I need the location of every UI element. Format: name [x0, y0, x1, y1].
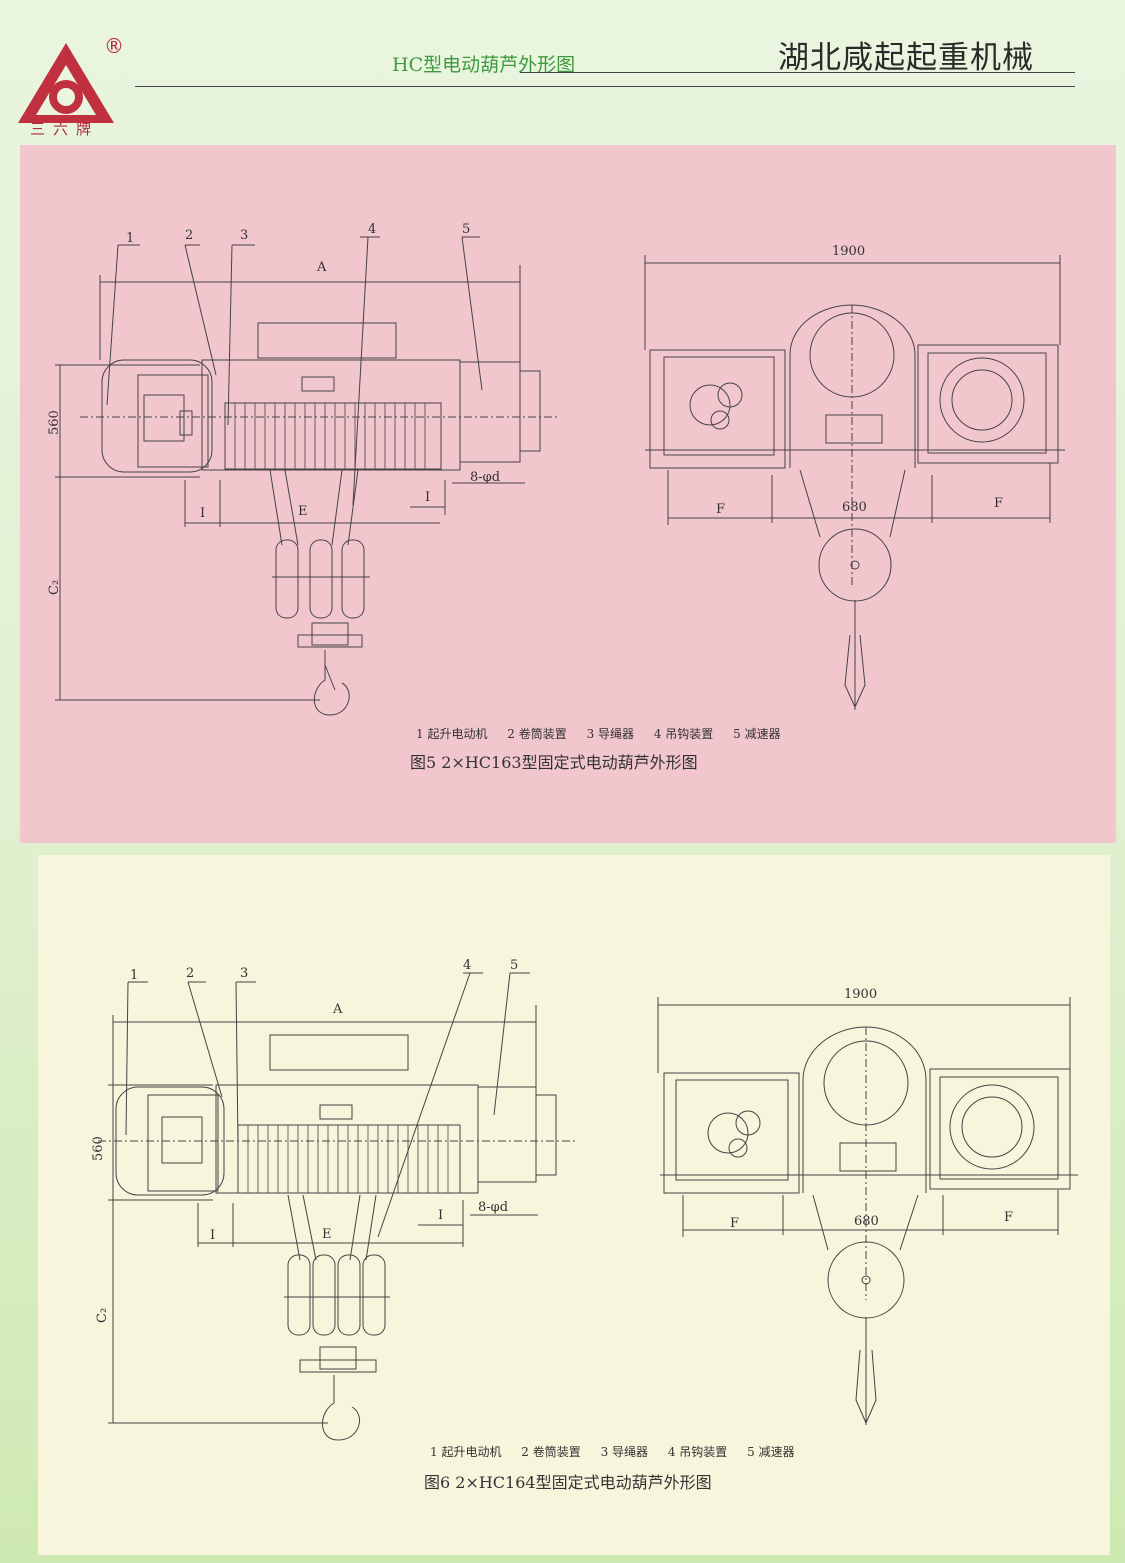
dim-height: 560 — [91, 1136, 106, 1161]
callout-1: 1 — [130, 968, 138, 983]
dim-gap-right: I — [438, 1208, 443, 1223]
dim-side-right: F — [1004, 1210, 1013, 1225]
legend-item: 4 吊钩装置 — [667, 1445, 728, 1459]
figure-6-caption: 图6 2×HC164型固定式电动葫芦外形图 — [424, 1473, 712, 1492]
registered-mark: ® — [104, 34, 124, 58]
dim-span: E — [298, 504, 308, 519]
callout-3: 3 — [240, 228, 248, 243]
side-view — [657, 997, 1078, 1425]
front-view — [55, 236, 560, 716]
dim-hook: C₂ — [95, 1308, 110, 1323]
dimension-labels: A 560 C₂ I I E 8-φd 1900 F F 680 1 2 3 4… — [47, 222, 1003, 595]
dim-side-left: F — [730, 1216, 739, 1231]
legend-item: 2 卷筒装置 — [521, 1445, 581, 1459]
dim-side-left: F — [716, 502, 725, 517]
callout-5: 5 — [510, 958, 518, 973]
dim-hook: C₂ — [47, 580, 62, 595]
dim-center: 680 — [842, 500, 867, 515]
callout-3: 3 — [240, 966, 248, 981]
dim-side-right: F — [994, 496, 1003, 511]
drum-grooves — [234, 403, 426, 469]
dim-gap-left: I — [210, 1228, 215, 1243]
header-rule — [135, 86, 1075, 87]
dim-span: E — [322, 1227, 332, 1242]
figure-5-caption: 图5 2×HC163型固定式电动葫芦外形图 — [410, 753, 698, 772]
drum-grooves — [247, 1125, 449, 1193]
figure-panel-6: A 560 C₂ I I E 8-φd 1900 F F 680 1 2 3 4… — [38, 855, 1110, 1555]
dimension-labels: A 560 C₂ I I E 8-φd 1900 F F 680 1 2 3 4… — [91, 958, 1013, 1323]
brand-logo — [18, 43, 114, 123]
dim-width: 1900 — [832, 244, 865, 259]
dim-gap-right: I — [425, 490, 430, 505]
figure-5-legend: 1 起升电动机 2 卷筒装置 3 导绳器 4 吊钩装置 5 减速器 — [416, 725, 797, 742]
company-name: 湖北咸起起重机械 — [778, 40, 1034, 76]
side-view — [644, 255, 1065, 710]
callout-2: 2 — [185, 228, 193, 243]
dim-overall: A — [332, 1002, 343, 1017]
legend-item: 1 起升电动机 — [416, 727, 488, 741]
dim-overall: A — [316, 260, 327, 275]
dim-width: 1900 — [844, 987, 877, 1002]
brand-name: 三六牌 — [30, 120, 100, 138]
dim-center: 680 — [854, 1214, 879, 1229]
dim-holes: 8-φd — [470, 470, 500, 485]
figure-panel-5: A 560 C₂ I I E 8-φd 1900 F F 680 1 2 3 4… — [20, 145, 1116, 843]
header-rule-upper — [520, 72, 1075, 73]
figure-5-drawing: A 560 C₂ I I E 8-φd 1900 F F 680 1 2 3 4… — [47, 222, 1065, 716]
figure-6-legend: 1 起升电动机 2 卷筒装置 3 导绳器 4 吊钩装置 5 减速器 — [430, 1443, 811, 1460]
callout-1: 1 — [126, 231, 134, 246]
legend-item: 3 导绳器 — [600, 1445, 649, 1459]
page-subtitle: HC型电动葫芦外形图 — [392, 54, 576, 76]
front-view — [98, 972, 578, 1441]
legend-item: 5 减速器 — [747, 1445, 795, 1459]
legend-item: 4 吊钩装置 — [653, 727, 714, 741]
legend-item: 3 导绳器 — [586, 727, 635, 741]
callout-4: 4 — [368, 222, 376, 237]
legend-item: 5 减速器 — [733, 727, 781, 741]
dim-holes: 8-φd — [478, 1200, 508, 1215]
legend-item: 1 起升电动机 — [430, 1445, 502, 1459]
dim-gap-left: I — [200, 506, 205, 521]
legend-item: 2 卷筒装置 — [507, 727, 567, 741]
figure-6-drawing: A 560 C₂ I I E 8-φd 1900 F F 680 1 2 3 4… — [91, 958, 1078, 1441]
dim-height: 560 — [47, 410, 62, 435]
callout-4: 4 — [463, 958, 471, 973]
callout-5: 5 — [462, 222, 470, 237]
callout-2: 2 — [186, 966, 194, 981]
